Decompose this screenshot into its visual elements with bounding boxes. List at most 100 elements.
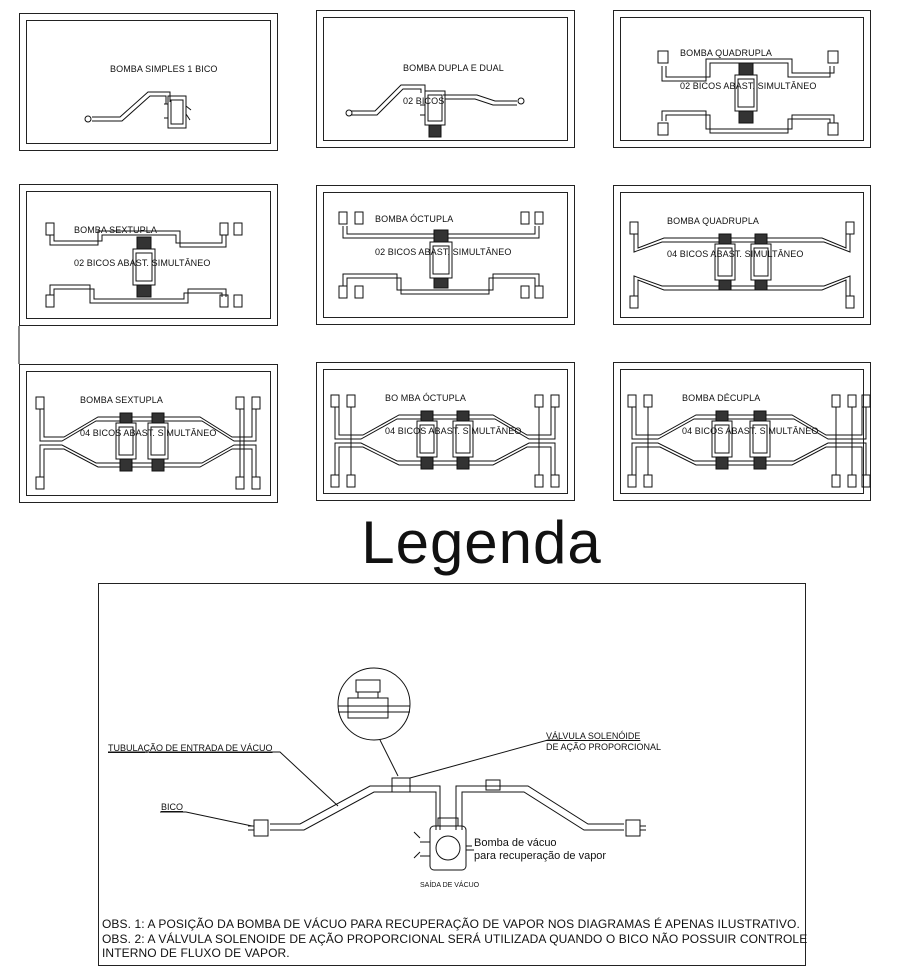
pump-diagram <box>338 211 544 299</box>
label-bico: BICO <box>161 802 184 812</box>
nozzle-icon <box>831 394 841 408</box>
nozzle-icon <box>657 122 669 136</box>
nozzle-icon <box>330 474 340 488</box>
panel-title-line: 04 BICOS ABAST. SIMULTÂNEO <box>80 428 217 438</box>
nozzle-icon <box>831 474 841 488</box>
nozzle-icon <box>845 295 855 309</box>
nozzle-icon <box>338 285 348 299</box>
legend-title: Legenda <box>361 509 602 576</box>
nozzle-icon <box>517 97 525 105</box>
nozzle-icon <box>251 396 261 410</box>
nozzle-icon <box>534 474 544 488</box>
panel-title: BOMBA SEXTUPLA 04 BICOS ABAST. SIMULTÂNE… <box>80 373 216 461</box>
pump-diagram <box>35 396 261 490</box>
panel-title-line: 02 BICOS <box>403 96 445 106</box>
panel-title-line: 02 BICOS ABAST. SIMULTÂNEO <box>680 81 817 91</box>
obs-3: INTERNO DE FLUXO DE VAPOR. <box>102 946 290 960</box>
nozzle-icon <box>657 50 669 64</box>
panel-title-line: 02 BICOS ABAST. SIMULTÂNEO <box>375 247 512 257</box>
label-valvula-line1: VÁLVULA SOLENÓIDE <box>546 731 641 741</box>
nozzle-icon <box>253 819 269 837</box>
pump-diagram <box>84 91 192 129</box>
panel-title: BO MBA ÓCTUPLA 04 BICOS ABAST. SIMULTÂNE… <box>385 371 521 459</box>
nozzle-icon <box>35 396 45 410</box>
legend-box <box>98 583 806 966</box>
nozzle-icon <box>847 394 857 408</box>
panel-inner-frame <box>26 371 271 496</box>
nozzle-icon <box>627 394 637 408</box>
panel-bomba-sextupla-02: BOMBA SEXTUPLA 02 BICOS ABAST. SIMULTÂNE… <box>19 184 278 326</box>
panel-title-line: BOMBA SEXTUPLA <box>74 225 157 235</box>
panel-bomba-dupla: BOMBA DUPLA E DUAL 02 BICOS <box>316 10 575 148</box>
panel-bomba-decupla-04: BOMBA DÉCUPLA 04 BICOS ABAST. SIMULTÂNEO <box>613 362 871 501</box>
panel-inner-frame <box>620 17 864 141</box>
panel-title-line: 04 BICOS ABAST. SIMULTÂNEO <box>667 249 804 259</box>
label-saida: SAÍDA DE VÁCUO <box>420 882 480 889</box>
obs-1: OBS. 1: A POSIÇÃO DA BOMBA DE VÁCUO PARA… <box>102 917 800 931</box>
nozzle-icon <box>330 394 340 408</box>
panel-title-line: BOMBA DUPLA E DUAL <box>403 63 504 73</box>
panel-title-line: 04 BICOS ABAST. SIMULTÂNEO <box>682 426 819 436</box>
label-valvula-line2: DE AÇÃO PROPORCIONAL <box>546 742 662 752</box>
panel-inner-frame <box>26 191 271 319</box>
nozzle-icon <box>627 474 637 488</box>
nozzle-icon <box>534 394 544 408</box>
panel-title-line: BOMBA SIMPLES 1 BICO <box>110 64 218 74</box>
label-bomba-line1: Bomba de vácuo <box>474 837 557 849</box>
nozzle-icon <box>520 285 530 299</box>
panel-title: BOMBA SIMPLES 1 BICO <box>110 42 218 97</box>
panel-title-line: BOMBA QUADRUPLA <box>680 48 773 58</box>
panel-inner-frame <box>620 369 864 494</box>
nozzle-icon <box>861 474 871 488</box>
nozzle-icon <box>219 294 229 308</box>
panel-title: BOMBA QUADRUPLA 02 BICOS ABAST. SIMULTÂN… <box>680 26 816 114</box>
nozzle-icon <box>35 476 45 490</box>
panel-bomba-quadrupla-04: BOMBA QUADRUPLA 04 BICOS ABAST. SIMULTÂN… <box>613 185 871 325</box>
panel-title: BOMBA DUPLA E DUAL 02 BICOS <box>403 41 504 129</box>
panel-title-line: 04 BICOS ABAST. SIMULTÂNEO <box>385 426 522 436</box>
panel-bomba-simples: BOMBA SIMPLES 1 BICO <box>19 13 278 151</box>
label-tubulacao: TUBULAÇÃO DE ENTRADA DE VÁCUO <box>108 743 273 753</box>
panel-bomba-sextupla-04: BOMBA SEXTUPLA 04 BICOS ABAST. SIMULTÂNE… <box>19 364 278 503</box>
panel-inner-frame <box>323 369 568 494</box>
nozzle-icon <box>235 476 245 490</box>
panel-title: BOMBA DÉCUPLA 04 BICOS ABAST. SIMULTÂNEO <box>682 371 818 459</box>
nozzle-icon <box>845 221 855 235</box>
nozzle-icon <box>861 394 871 408</box>
vacuum-pump-icon <box>167 95 187 129</box>
nozzle-icon <box>233 222 243 236</box>
nozzle-icon <box>219 222 229 236</box>
nozzle-icon <box>45 222 55 236</box>
panel-title: BOMBA ÓCTUPLA 02 BICOS ABAST. SIMULTÂNEO <box>375 192 511 280</box>
nozzle-icon <box>345 109 353 117</box>
panel-inner-frame <box>620 192 864 318</box>
pump-diagram <box>345 84 525 138</box>
nozzle-icon <box>354 285 364 299</box>
connector-line <box>18 326 20 364</box>
nozzle-icon <box>346 474 356 488</box>
nozzle-icon <box>534 285 544 299</box>
nozzle-icon <box>84 115 92 123</box>
nozzle-icon <box>827 122 839 136</box>
pump-diagram <box>629 221 855 309</box>
nozzle-icon <box>520 211 530 225</box>
panel-inner-frame <box>323 192 568 318</box>
nozzle-icon <box>354 211 364 225</box>
nozzle-icon <box>643 394 653 408</box>
panel-bomba-octupla-04: BO MBA ÓCTUPLA 04 BICOS ABAST. SIMULTÂNE… <box>316 362 575 501</box>
small-valve-icon <box>391 777 411 793</box>
pump-diagram <box>45 222 243 308</box>
panel-title-line: BOMBA ÓCTUPLA <box>375 214 454 224</box>
obs-2: OBS. 2: A VÁLVULA SOLENOIDE DE AÇÃO PROP… <box>102 932 808 946</box>
panel-title-line: BO MBA ÓCTUPLA <box>385 393 466 403</box>
nozzle-icon <box>847 474 857 488</box>
zoom-circle-icon <box>337 667 411 741</box>
pump-diagram <box>330 394 560 488</box>
nozzle-icon <box>233 294 243 308</box>
nozzle-icon <box>251 476 261 490</box>
nozzle-icon <box>550 394 560 408</box>
panel-bomba-octupla-02: BOMBA ÓCTUPLA 02 BICOS ABAST. SIMULTÂNEO <box>316 185 575 325</box>
panel-title: BOMBA QUADRUPLA 04 BICOS ABAST. SIMULTÂN… <box>667 194 803 282</box>
nozzle-icon <box>629 221 639 235</box>
nozzle-icon <box>629 295 639 309</box>
